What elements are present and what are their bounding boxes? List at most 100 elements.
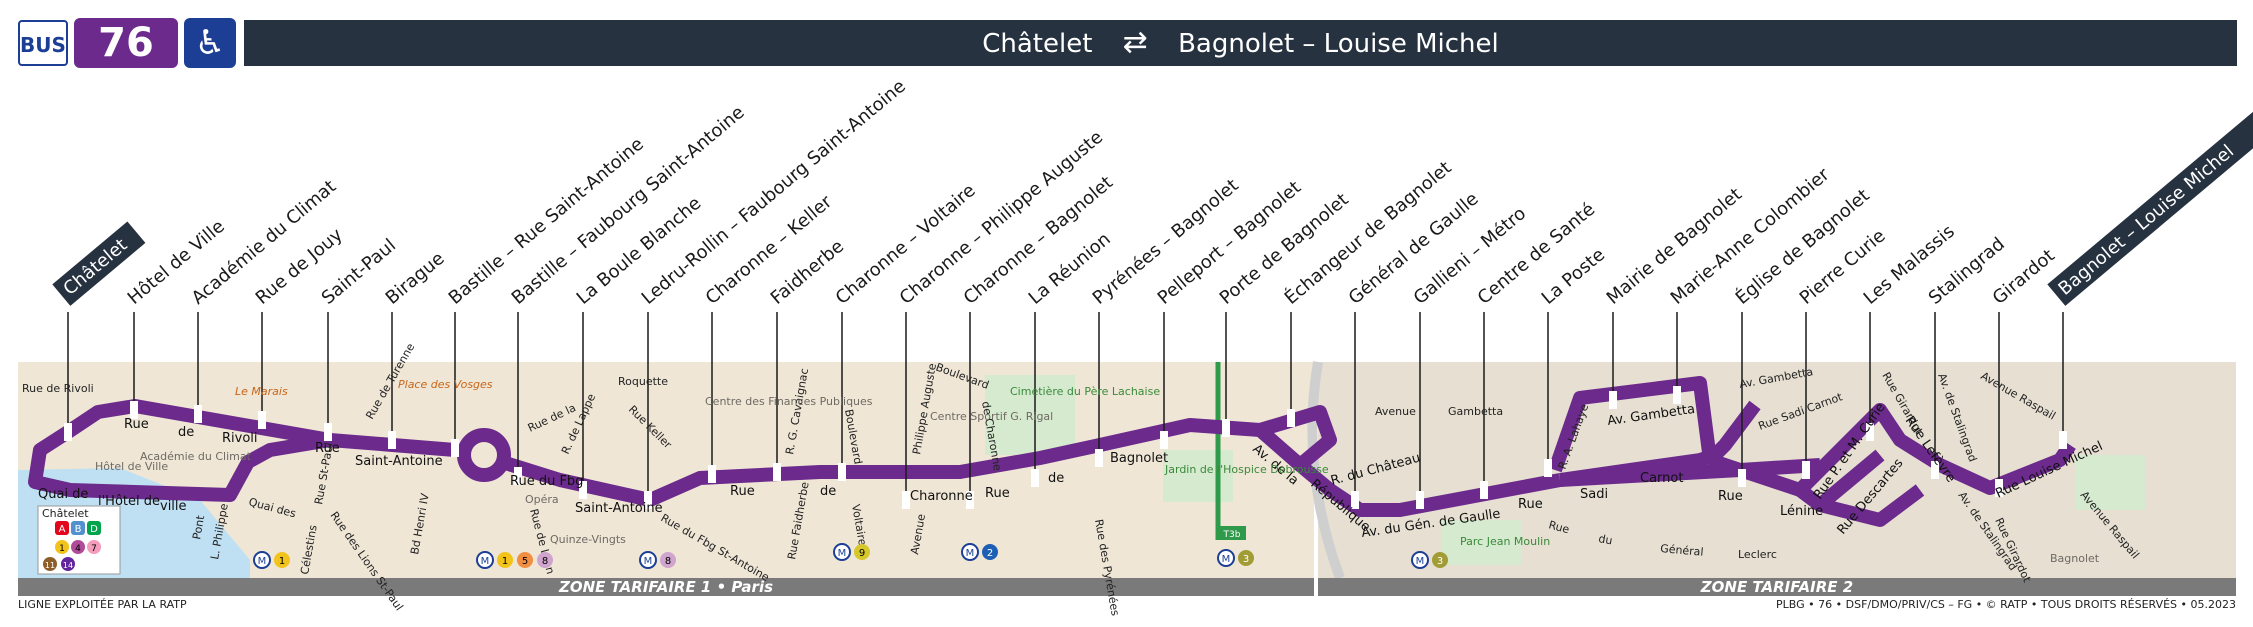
metro-line-label: 7 — [91, 544, 97, 554]
route-segment-echangeur — [1257, 405, 1562, 517]
stop-marker — [388, 431, 396, 449]
place-labels: Le Marais Place des Vosges Hôtel de Vill… — [95, 378, 2100, 565]
tram-badge — [1218, 526, 1246, 540]
route-segment-gambetta-loop — [1548, 376, 1717, 473]
place-cimetiere: Cimetière du Père Lachaise — [1010, 385, 1160, 398]
svg-text:M: M — [1416, 556, 1425, 567]
street-rue-du-fbg: Rue du Fbg — [510, 474, 583, 489]
place-opera: Opéra — [525, 493, 559, 506]
street-gambetta: Gambetta — [1448, 405, 1503, 418]
metro-line-badge — [537, 552, 553, 568]
stop-marker — [1609, 391, 1617, 409]
terminus-label: Châtelet — [59, 235, 131, 300]
metro-line-label: 1 — [59, 544, 65, 554]
rer-line-label: D — [90, 524, 98, 535]
metro-icon — [961, 543, 979, 561]
rer-line-label: B — [75, 524, 82, 535]
metro-line-badge — [517, 552, 533, 568]
stop-marker — [1222, 419, 1230, 437]
metro-line-badge — [61, 557, 75, 571]
stop-marker — [579, 481, 587, 499]
stop-marker — [644, 491, 652, 509]
place-academie-du-climat: Académie du Climat — [140, 450, 252, 463]
svg-text:T3b: T3b — [1223, 530, 1241, 540]
park-pere-lachaise — [985, 375, 1075, 455]
place-centre-finances: Centre des Finances Publiques — [705, 395, 873, 408]
street-du: du — [1597, 532, 1613, 547]
stop-marker — [1931, 461, 1939, 479]
terminus-label: Bagnolet – Louise Michel — [2054, 141, 2238, 300]
stop-marker — [1866, 423, 1874, 441]
route-line — [28, 376, 2076, 527]
rer-line-label: A — [59, 524, 66, 535]
street-general: Général — [1660, 542, 1704, 559]
place-parc-jean-moulin: Parc Jean Moulin — [1460, 535, 1550, 548]
stop-marker — [258, 411, 266, 429]
street-rue-du: Rue — [1547, 518, 1571, 536]
street-charonne: Charonne — [910, 489, 973, 504]
metro-line-badge — [43, 557, 57, 571]
destination-label: Bagnolet – Louise Michel — [1178, 29, 1499, 59]
place-le-marais: Le Marais — [235, 385, 288, 398]
stop-marker — [1160, 431, 1168, 449]
metro-line-badge — [660, 552, 676, 568]
stop-marker — [1802, 461, 1810, 479]
place-quinze-vingts: Quinze-Vingts — [550, 533, 626, 546]
place-hotel-de-ville: Hôtel de Ville — [95, 460, 168, 473]
street-rue: Rue — [124, 417, 149, 432]
svg-text:2: 2 — [987, 548, 993, 559]
svg-text:M: M — [258, 556, 267, 567]
place-bagnolet: Bagnolet — [2050, 552, 2100, 565]
metro-line-badge — [497, 552, 513, 568]
stop-marker — [1287, 409, 1295, 427]
stop-marker — [1416, 491, 1424, 509]
street-de-3: de — [1048, 471, 1064, 486]
route-segment-chatelet-loop — [28, 426, 332, 502]
svg-text:M: M — [966, 548, 975, 559]
metro-icon — [253, 551, 271, 569]
street-leclerc: Leclerc — [1738, 548, 1777, 561]
stop-marker — [194, 405, 202, 423]
zone2-band — [1318, 578, 2236, 596]
svg-text:1: 1 — [279, 556, 285, 567]
stop-label: Gallieni – Métro — [1410, 203, 1530, 309]
metro-line-badge — [1238, 550, 1254, 566]
stop-marker — [1351, 491, 1359, 509]
metro-line-badge — [982, 544, 998, 560]
zone2-label: ZONE TARIFAIRE 2 — [1700, 578, 1853, 596]
metro-line-label: 1 — [502, 556, 508, 567]
stop-marker — [1095, 449, 1103, 467]
stop-marker — [130, 401, 138, 419]
stop-marker — [324, 423, 332, 441]
svg-text:M: M — [481, 556, 490, 567]
footer-operator: LIGNE EXPLOITÉE PAR LA RATP — [18, 598, 187, 611]
wheelchair-icon: ♿ — [184, 18, 236, 68]
route-segment-curie-lefevre — [1795, 403, 2076, 495]
park-hospice-debrousse — [1163, 450, 1233, 502]
rer-line-badge — [55, 521, 69, 535]
metro-icon — [833, 543, 851, 561]
street-saint-antoine: Saint-Antoine — [355, 454, 443, 469]
stop-marker — [1738, 469, 1746, 487]
street-rue-2: Rue — [730, 484, 755, 499]
metro-line-badge — [71, 540, 85, 554]
route-segment-echangeur-2 — [1255, 424, 1305, 471]
terminus-layer: Châtelet Bagnolet – Louise Michel — [52, 108, 2253, 306]
street-rue-3: Rue — [985, 486, 1010, 501]
street-rue-4: Rue — [1518, 497, 1543, 512]
route-segment-bagnolet — [499, 418, 1261, 507]
chatelet-box-label: Châtelet — [42, 507, 89, 520]
svg-text:3: 3 — [1437, 556, 1443, 567]
street-de-2: de — [820, 484, 836, 499]
park-jean-moulin — [1442, 520, 1522, 565]
route-segment-descartes — [1815, 449, 1885, 511]
street-de: de — [178, 425, 194, 440]
origin-label: Châtelet — [982, 29, 1093, 59]
metro-icon — [1411, 551, 1429, 569]
street-avenue-gambetta: Avenue — [1375, 405, 1416, 418]
street-roquette: Roquette — [618, 375, 668, 388]
stop-marker — [1031, 469, 1039, 487]
street-rue-lenine: Rue — [1718, 489, 1743, 504]
